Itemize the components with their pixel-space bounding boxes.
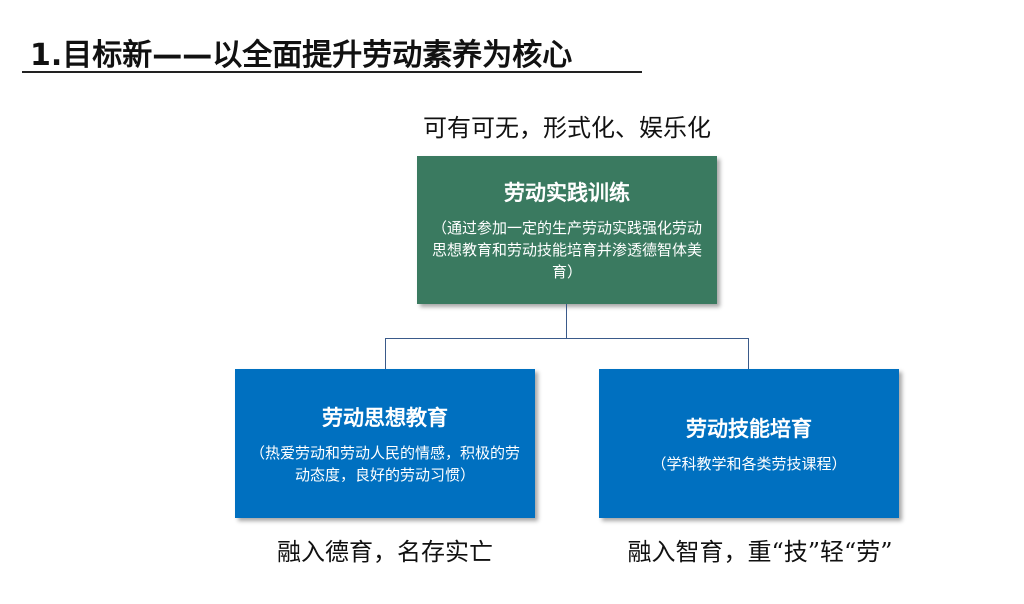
root-box: 劳动实践训练 （通过参加一定的生产劳动实践强化劳动思想教育和劳动技能培育并渗透德… [417,156,717,304]
right-caption: 融入智育，重“技”轻“劳” [627,538,893,566]
left-caption: 融入德育，名存实亡 [277,538,493,566]
left-box: 劳动思想教育 （热爱劳动和劳动人民的情感，积极的劳动态度，良好的劳动习惯） [235,369,535,518]
root-title: 劳动实践训练 [504,180,630,205]
connector-bar [385,338,749,339]
top-annotation: 可有可无，形式化、娱乐化 [423,114,711,142]
connector-stem [566,304,567,338]
left-desc: （热爱劳动和劳动人民的情感，积极的劳动态度，良好的劳动习惯） [249,443,520,484]
right-title: 劳动技能培育 [686,415,812,441]
left-title: 劳动思想教育 [322,404,448,430]
right-desc: （学科教学和各类劳技课程） [651,454,847,473]
root-desc: （通过参加一定的生产劳动实践强化劳动思想教育和劳动技能培育并渗透德智体美育） [431,219,702,281]
title-underline [22,71,642,73]
slide-title: 1.目标新——以全面提升劳动素养为核心 [30,38,573,73]
right-box: 劳动技能培育 （学科教学和各类劳技课程） [599,369,899,518]
connector-left [385,338,386,369]
connector-right [748,338,749,369]
